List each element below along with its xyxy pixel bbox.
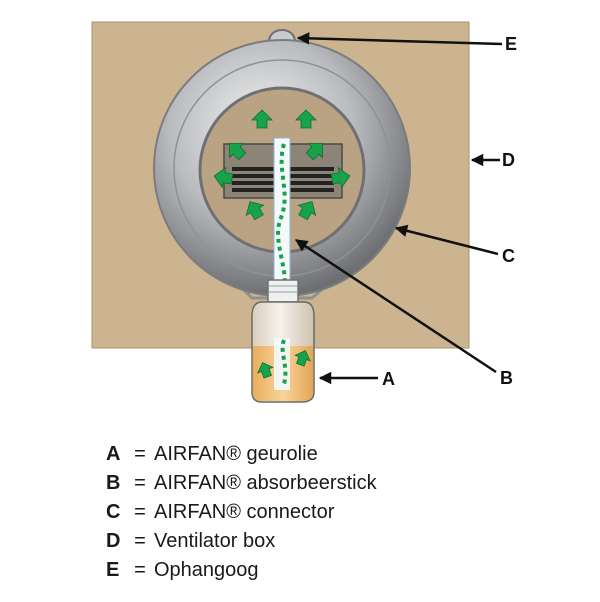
legend-text: AIRFAN® geurolie [154, 443, 318, 465]
legend-equals: = [134, 443, 146, 465]
stick-wick-path [276, 143, 288, 373]
legend-row-e: E = Ophangoog [106, 556, 377, 585]
legend-letter: E [106, 559, 120, 581]
legend-row-c: C = AIRFAN® connector [106, 498, 377, 527]
legend-letter: B [106, 472, 121, 494]
legend-letter: A [106, 443, 121, 465]
callout-label-c: C [502, 246, 515, 266]
legend-row-d: D = Ventilator box [106, 527, 377, 556]
legend-text: Ophangoog [154, 559, 259, 581]
callout-line-b [294, 238, 497, 374]
airflow-arrows [213, 109, 351, 379]
callout-line-e [296, 32, 503, 46]
legend-text: Ventilator box [154, 530, 276, 552]
callout-label-b: B [500, 368, 513, 388]
legend-row-a: A = AIRFAN® geurolie [106, 440, 377, 469]
callout-line-c [394, 224, 499, 256]
airfan-diagram: E D C B A [91, 21, 517, 403]
legend: A = AIRFAN® geurolie B = AIRFAN® absorbeerst… [106, 440, 377, 585]
legend-equals: = [134, 559, 146, 581]
legend-letter: C [106, 501, 121, 523]
legend-equals: = [134, 472, 146, 494]
legend-equals: = [134, 501, 146, 523]
callout-label-e: E [505, 34, 517, 54]
callout-label-a: A [382, 369, 395, 389]
legend-letter: D [106, 530, 121, 552]
legend-text: AIRFAN® connector [154, 501, 335, 523]
callout-label-d: D [502, 150, 515, 170]
bottle-cap [267, 279, 299, 303]
callouts: E D C B A [294, 32, 517, 389]
legend-row-b: B = AIRFAN® absorbeerstick [106, 469, 377, 498]
legend-equals: = [134, 530, 146, 552]
legend-text: AIRFAN® absorbeerstick [154, 472, 377, 494]
